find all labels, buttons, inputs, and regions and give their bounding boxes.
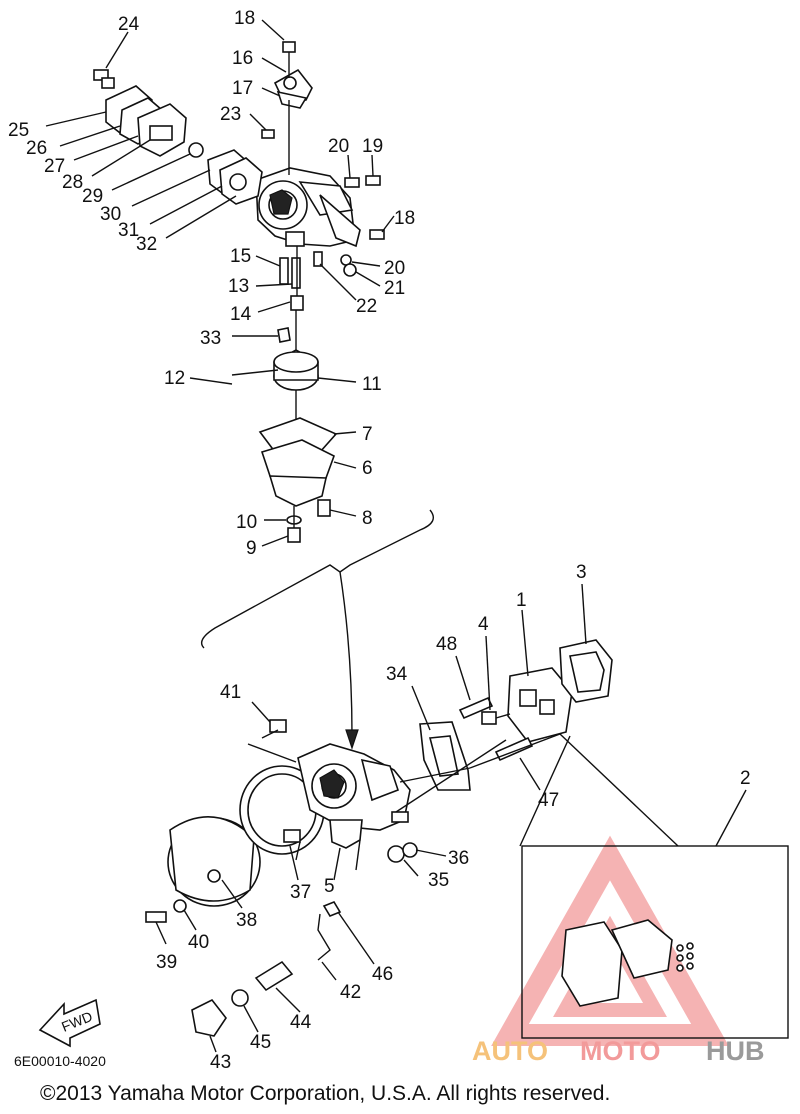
- leader-lines: [45, 19, 747, 1053]
- copyright-text: ©2013 Yamaha Motor Corporation, U.S.A. A…: [40, 1082, 610, 1105]
- label-45: 45: [250, 1032, 271, 1053]
- part-labels: 24 18 16 17 23 25 26 27 28 29 30 31 32 2…: [8, 8, 751, 1073]
- watermark-text: AUTO MOTO HUB: [472, 1036, 765, 1066]
- label-30: 30: [100, 204, 121, 225]
- label-17: 17: [232, 78, 253, 99]
- label-20-top: 20: [328, 136, 349, 157]
- label-9: 9: [246, 538, 257, 559]
- watermark-moto: MOTO: [580, 1036, 661, 1066]
- label-14: 14: [230, 304, 252, 325]
- label-7: 7: [362, 424, 373, 445]
- label-15: 15: [230, 246, 251, 267]
- label-25: 25: [8, 120, 29, 141]
- label-24: 24: [118, 14, 140, 35]
- label-42: 42: [340, 982, 361, 1003]
- label-11: 11: [362, 374, 382, 395]
- label-3: 3: [576, 562, 587, 583]
- label-34: 34: [386, 664, 408, 685]
- label-20-right: 20: [384, 258, 405, 279]
- label-37: 37: [290, 882, 311, 903]
- label-18-top: 18: [234, 8, 255, 29]
- label-21: 21: [384, 278, 405, 299]
- label-33: 33: [200, 328, 221, 349]
- label-27: 27: [44, 156, 65, 177]
- label-38: 38: [236, 910, 257, 931]
- label-12: 12: [164, 368, 185, 389]
- label-23: 23: [220, 104, 241, 125]
- label-19: 19: [362, 136, 383, 157]
- label-26: 26: [26, 138, 47, 159]
- label-8: 8: [362, 508, 373, 529]
- label-16: 16: [232, 48, 253, 69]
- label-44: 44: [290, 1012, 312, 1033]
- label-13: 13: [228, 276, 249, 297]
- label-18-right: 18: [394, 208, 415, 229]
- label-22: 22: [356, 296, 377, 317]
- label-1: 1: [516, 590, 527, 611]
- carburetor-upper-assembly: [93, 41, 385, 543]
- label-5: 5: [324, 876, 335, 897]
- label-47: 47: [538, 790, 559, 811]
- label-48: 48: [436, 634, 457, 655]
- group-bracket: [200, 509, 434, 750]
- label-31: 31: [118, 220, 139, 241]
- label-2: 2: [740, 768, 751, 789]
- label-32: 32: [136, 234, 157, 255]
- label-29: 29: [82, 186, 103, 207]
- label-39: 39: [156, 952, 177, 973]
- label-35: 35: [428, 870, 449, 891]
- watermark-hub: HUB: [706, 1036, 765, 1066]
- label-4: 4: [478, 614, 489, 635]
- fwd-arrow-icon: FWD: [38, 998, 101, 1048]
- label-28: 28: [62, 172, 83, 193]
- label-41: 41: [220, 682, 241, 703]
- inset-box-part-2: [521, 845, 789, 1039]
- diagram-code: 6E00010-4020: [14, 1053, 106, 1069]
- label-46: 46: [372, 964, 393, 985]
- label-40: 40: [188, 932, 209, 953]
- label-36: 36: [448, 848, 469, 869]
- label-10: 10: [236, 512, 257, 533]
- label-43: 43: [210, 1052, 231, 1073]
- watermark-auto: AUTO: [472, 1036, 548, 1066]
- carburetor-lower-assembly: [145, 639, 679, 1037]
- label-6: 6: [362, 458, 373, 479]
